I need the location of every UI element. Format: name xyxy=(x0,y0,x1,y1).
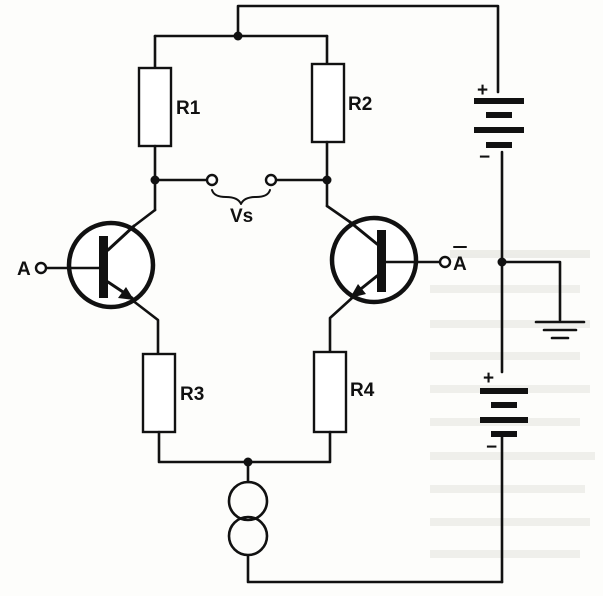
tail-wires xyxy=(157,430,332,484)
transistor-right xyxy=(329,215,442,305)
vs-label: Vs xyxy=(230,206,253,227)
input-a-bar-terminal xyxy=(438,255,452,269)
r3-label: R3 xyxy=(180,384,204,405)
input-a-bar-label: A xyxy=(453,254,467,275)
input-a-label: A xyxy=(17,259,31,280)
r4-label: R4 xyxy=(350,380,375,401)
ground-symbol xyxy=(534,320,586,340)
current-source xyxy=(227,480,269,557)
right-emitter-lead xyxy=(328,296,354,354)
resistor-r3 xyxy=(141,352,177,434)
right-collector-lead xyxy=(325,204,352,224)
resistor-r4 xyxy=(312,350,348,434)
battery-bottom xyxy=(480,388,528,437)
left-collector-lead xyxy=(132,208,157,228)
left-emitter-lead xyxy=(130,298,160,356)
vs-terminal-left xyxy=(205,173,219,187)
supply-wires xyxy=(153,4,562,584)
input-a-terminal xyxy=(34,261,48,275)
junction-tail xyxy=(243,457,253,467)
collector-wires xyxy=(153,140,329,212)
vs-terminal-right xyxy=(264,173,278,187)
vs-brace xyxy=(211,189,271,205)
junction-collector-left xyxy=(150,175,160,185)
battery-bottom-plus-label: + xyxy=(483,368,494,389)
junction-top xyxy=(233,31,243,41)
battery-bottom-minus-label: − xyxy=(486,437,497,458)
battery-top-plus-label: + xyxy=(477,80,488,101)
junction-collector-right xyxy=(322,175,332,185)
battery-top xyxy=(474,98,524,148)
resistor-r1 xyxy=(137,66,173,148)
transistor-left xyxy=(44,220,156,310)
resistor-r2 xyxy=(310,62,346,144)
r1-label: R1 xyxy=(176,98,201,119)
junction-ground xyxy=(497,257,507,267)
r2-label: R2 xyxy=(348,94,372,115)
battery-top-minus-label: − xyxy=(479,147,490,168)
